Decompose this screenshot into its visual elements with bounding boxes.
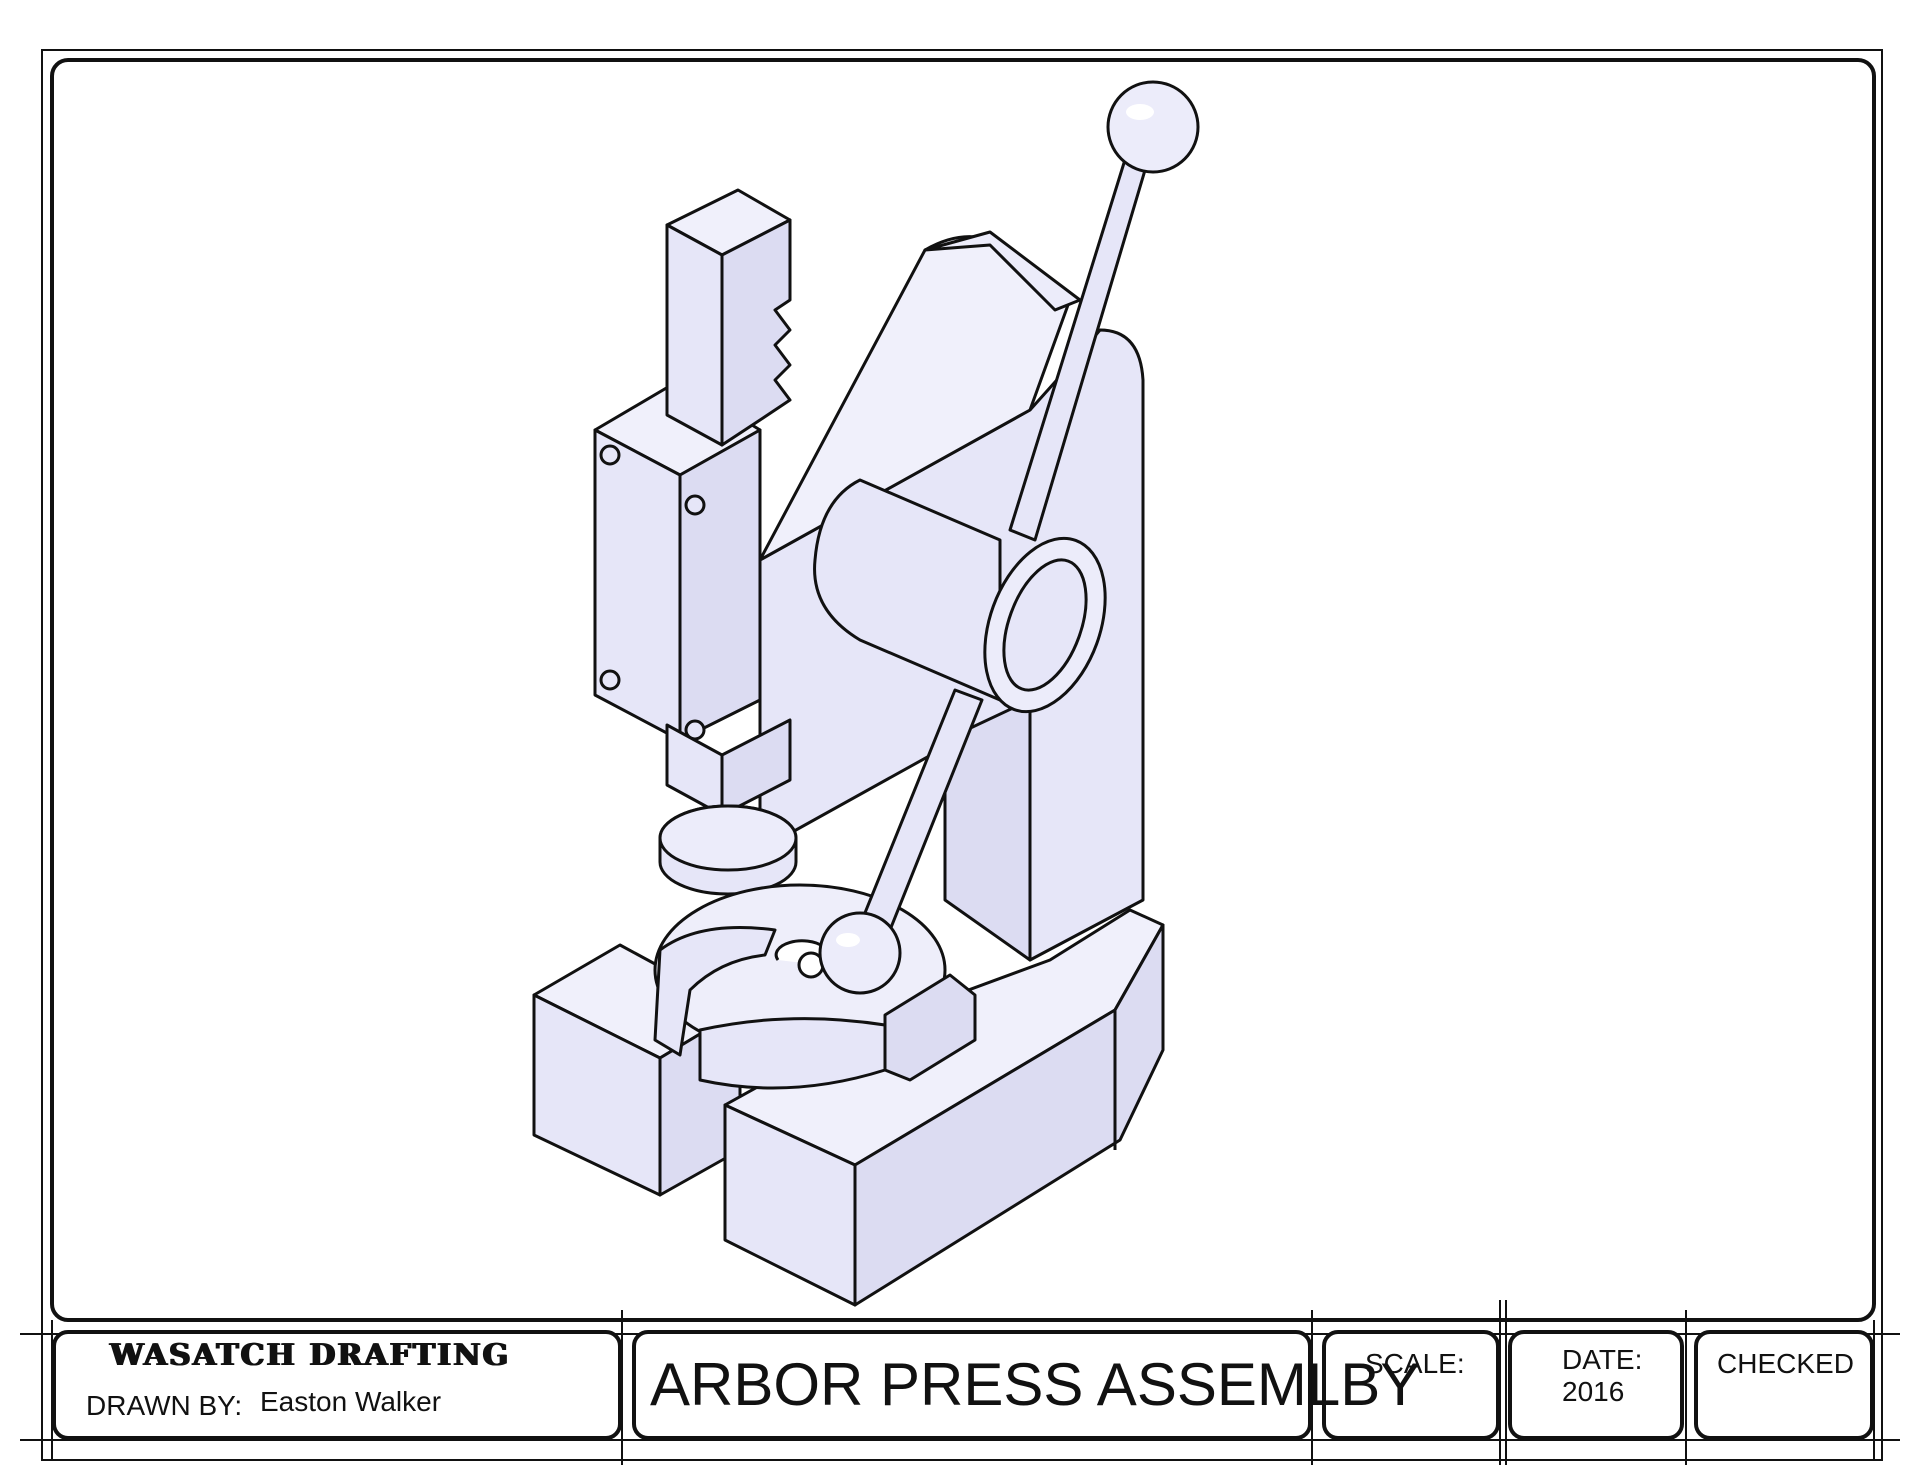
scale-box (1322, 1330, 1500, 1440)
ram-foot (658, 804, 798, 896)
base-main-block (723, 908, 1165, 1307)
title-box (632, 1330, 1312, 1440)
drawn-by-value: Easton Walker (260, 1386, 442, 1417)
date-value: 2016 (1562, 1376, 1625, 1407)
checked-label: CHECKED (1717, 1348, 1854, 1379)
press-handle (818, 80, 1200, 995)
arbor-press-drawing (532, 80, 1200, 1307)
press-head (593, 378, 762, 742)
date-box (1508, 1330, 1684, 1440)
company-name: WASATCH DRAFTING (110, 1338, 511, 1373)
drawn-by-label: DRAWN BY: (86, 1390, 243, 1421)
anvil-plate (653, 883, 977, 1090)
company-box (52, 1330, 622, 1440)
scale-label: SCALE: (1365, 1348, 1465, 1379)
date-label: DATE: (1562, 1344, 1643, 1375)
rack-bar (665, 188, 792, 817)
pinion-hub (813, 478, 1107, 714)
title-block (52, 1330, 1874, 1440)
checked-box (1694, 1330, 1874, 1440)
drawing-title: ARBOR PRESS ASSEMLBY (650, 1351, 1421, 1418)
